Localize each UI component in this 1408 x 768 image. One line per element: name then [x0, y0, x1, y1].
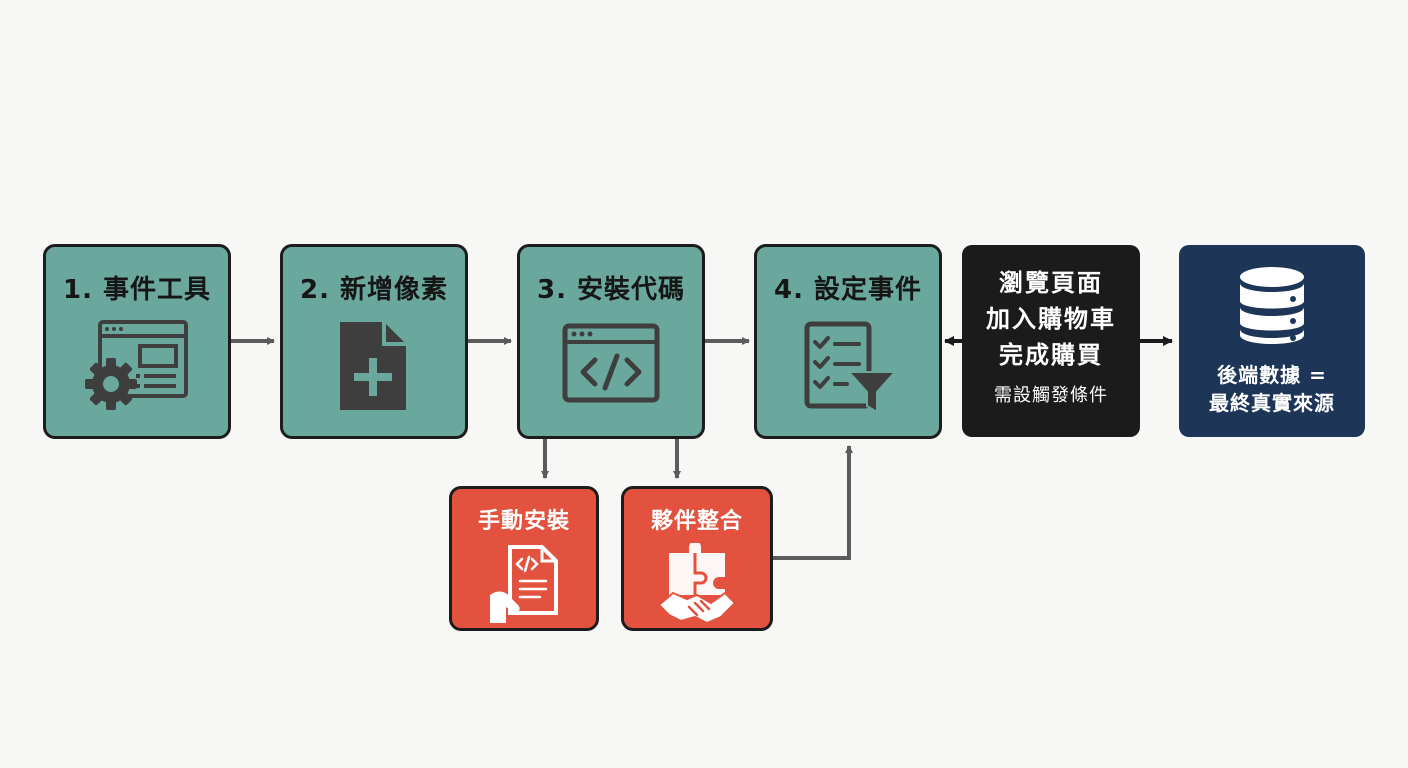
- partner-integration-label: 夥伴整合: [650, 509, 743, 534]
- step-4-box: 4. 設定事件: [754, 244, 942, 439]
- partner-integration-box: 夥伴整合: [621, 486, 773, 631]
- backend-line-1: 後端數據 =: [1217, 363, 1327, 387]
- step-4-label: 4. 設定事件: [773, 275, 923, 305]
- arrow-partner-to-step4: [772, 445, 853, 560]
- trigger-line-1: 瀏覽頁面: [999, 269, 1103, 297]
- add-file-icon: [334, 318, 414, 418]
- step-1-box: 1. 事件工具: [43, 244, 231, 439]
- code-window-icon: [559, 318, 663, 418]
- manual-install-box: 手動安裝: [449, 486, 599, 631]
- step-2-box: 2. 新增像素: [280, 244, 468, 439]
- trigger-note: 需設觸發條件: [994, 385, 1108, 406]
- manual-install-label: 手動安裝: [477, 509, 570, 534]
- step-3-label: 3. 安裝代碼: [536, 275, 686, 305]
- step-1-label: 1. 事件工具: [62, 275, 212, 305]
- checklist-filter-icon: [793, 318, 903, 418]
- database-icon: [1237, 265, 1307, 351]
- settings-window-icon: [82, 318, 192, 418]
- step-3-box: 3. 安裝代碼: [517, 244, 705, 439]
- trigger-line-3: 完成購買: [999, 341, 1103, 369]
- event-trigger-box: 瀏覽頁面 加入購物車 完成購買 需設觸發條件: [962, 245, 1140, 437]
- backend-line-2: 最終真實來源: [1209, 391, 1335, 415]
- manual-code-doc-icon: [484, 543, 564, 631]
- handshake-puzzle-icon: [655, 541, 739, 631]
- trigger-line-2: 加入購物車: [986, 305, 1116, 333]
- backend-data-box: 後端數據 = 最終真實來源: [1179, 245, 1365, 437]
- step-2-label: 2. 新增像素: [299, 275, 449, 305]
